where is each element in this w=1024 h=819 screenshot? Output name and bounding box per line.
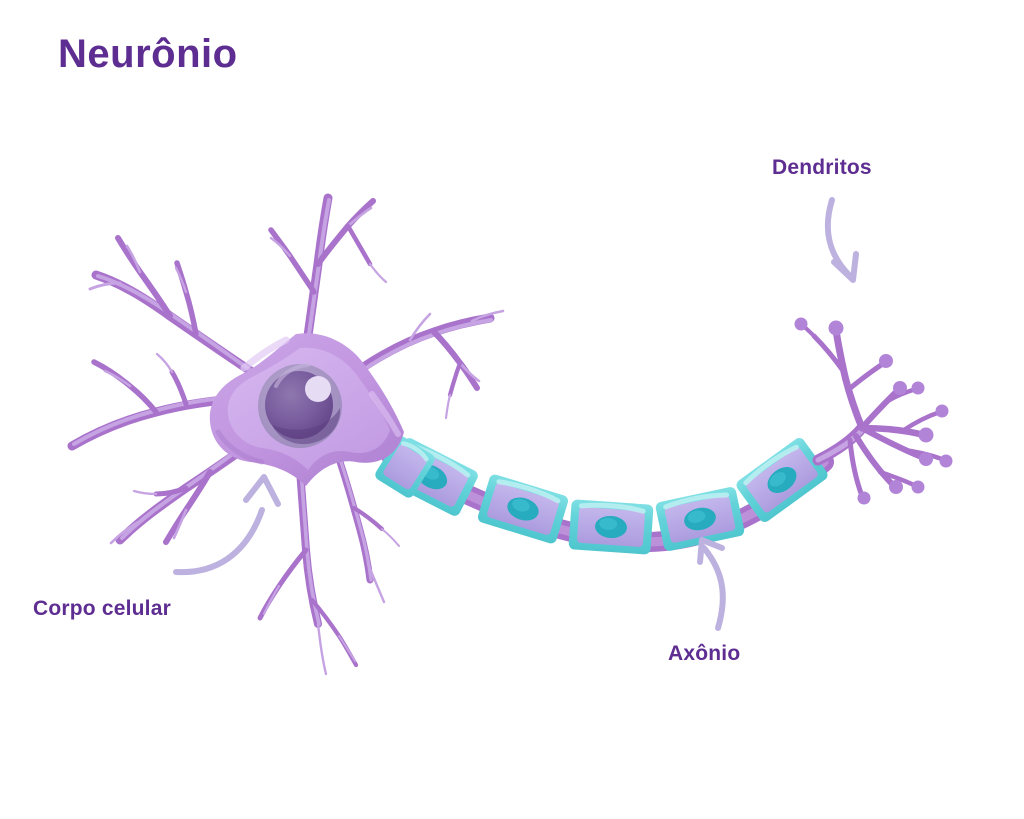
terminal-knob — [935, 404, 949, 418]
myelin-segment — [655, 487, 745, 551]
terminal-knob — [919, 452, 933, 466]
axonio-arrow — [697, 537, 726, 631]
label-axonio: Axônio — [668, 642, 741, 665]
myelin-segment — [568, 499, 654, 555]
terminal-knob — [879, 354, 893, 368]
corpo-celular-arrow — [173, 474, 281, 576]
terminal-knob — [911, 381, 925, 395]
axon — [375, 436, 834, 555]
dendritos-arrow — [824, 197, 859, 283]
axon-terminal-branches — [794, 317, 953, 505]
pointer-arrows — [173, 197, 859, 631]
soma — [209, 333, 404, 486]
myelin-segment — [477, 474, 569, 544]
nucleolus-highlight — [305, 376, 331, 402]
terminal-knob — [794, 317, 808, 331]
terminal-knob — [939, 454, 953, 468]
label-dendritos: Dendritos — [772, 156, 872, 179]
dendrite-tree-left — [67, 193, 505, 676]
myelin-segment — [736, 438, 828, 522]
terminal-knob-group — [794, 317, 953, 505]
terminal-knob — [857, 491, 871, 505]
terminal-knob — [893, 381, 907, 395]
terminal-knob — [918, 427, 934, 443]
terminal-knob — [911, 480, 925, 494]
terminal-knob — [828, 320, 844, 336]
terminal-knob — [889, 480, 903, 494]
label-corpo-celular: Corpo celular — [33, 597, 171, 620]
page-title: Neurônio — [58, 32, 238, 76]
